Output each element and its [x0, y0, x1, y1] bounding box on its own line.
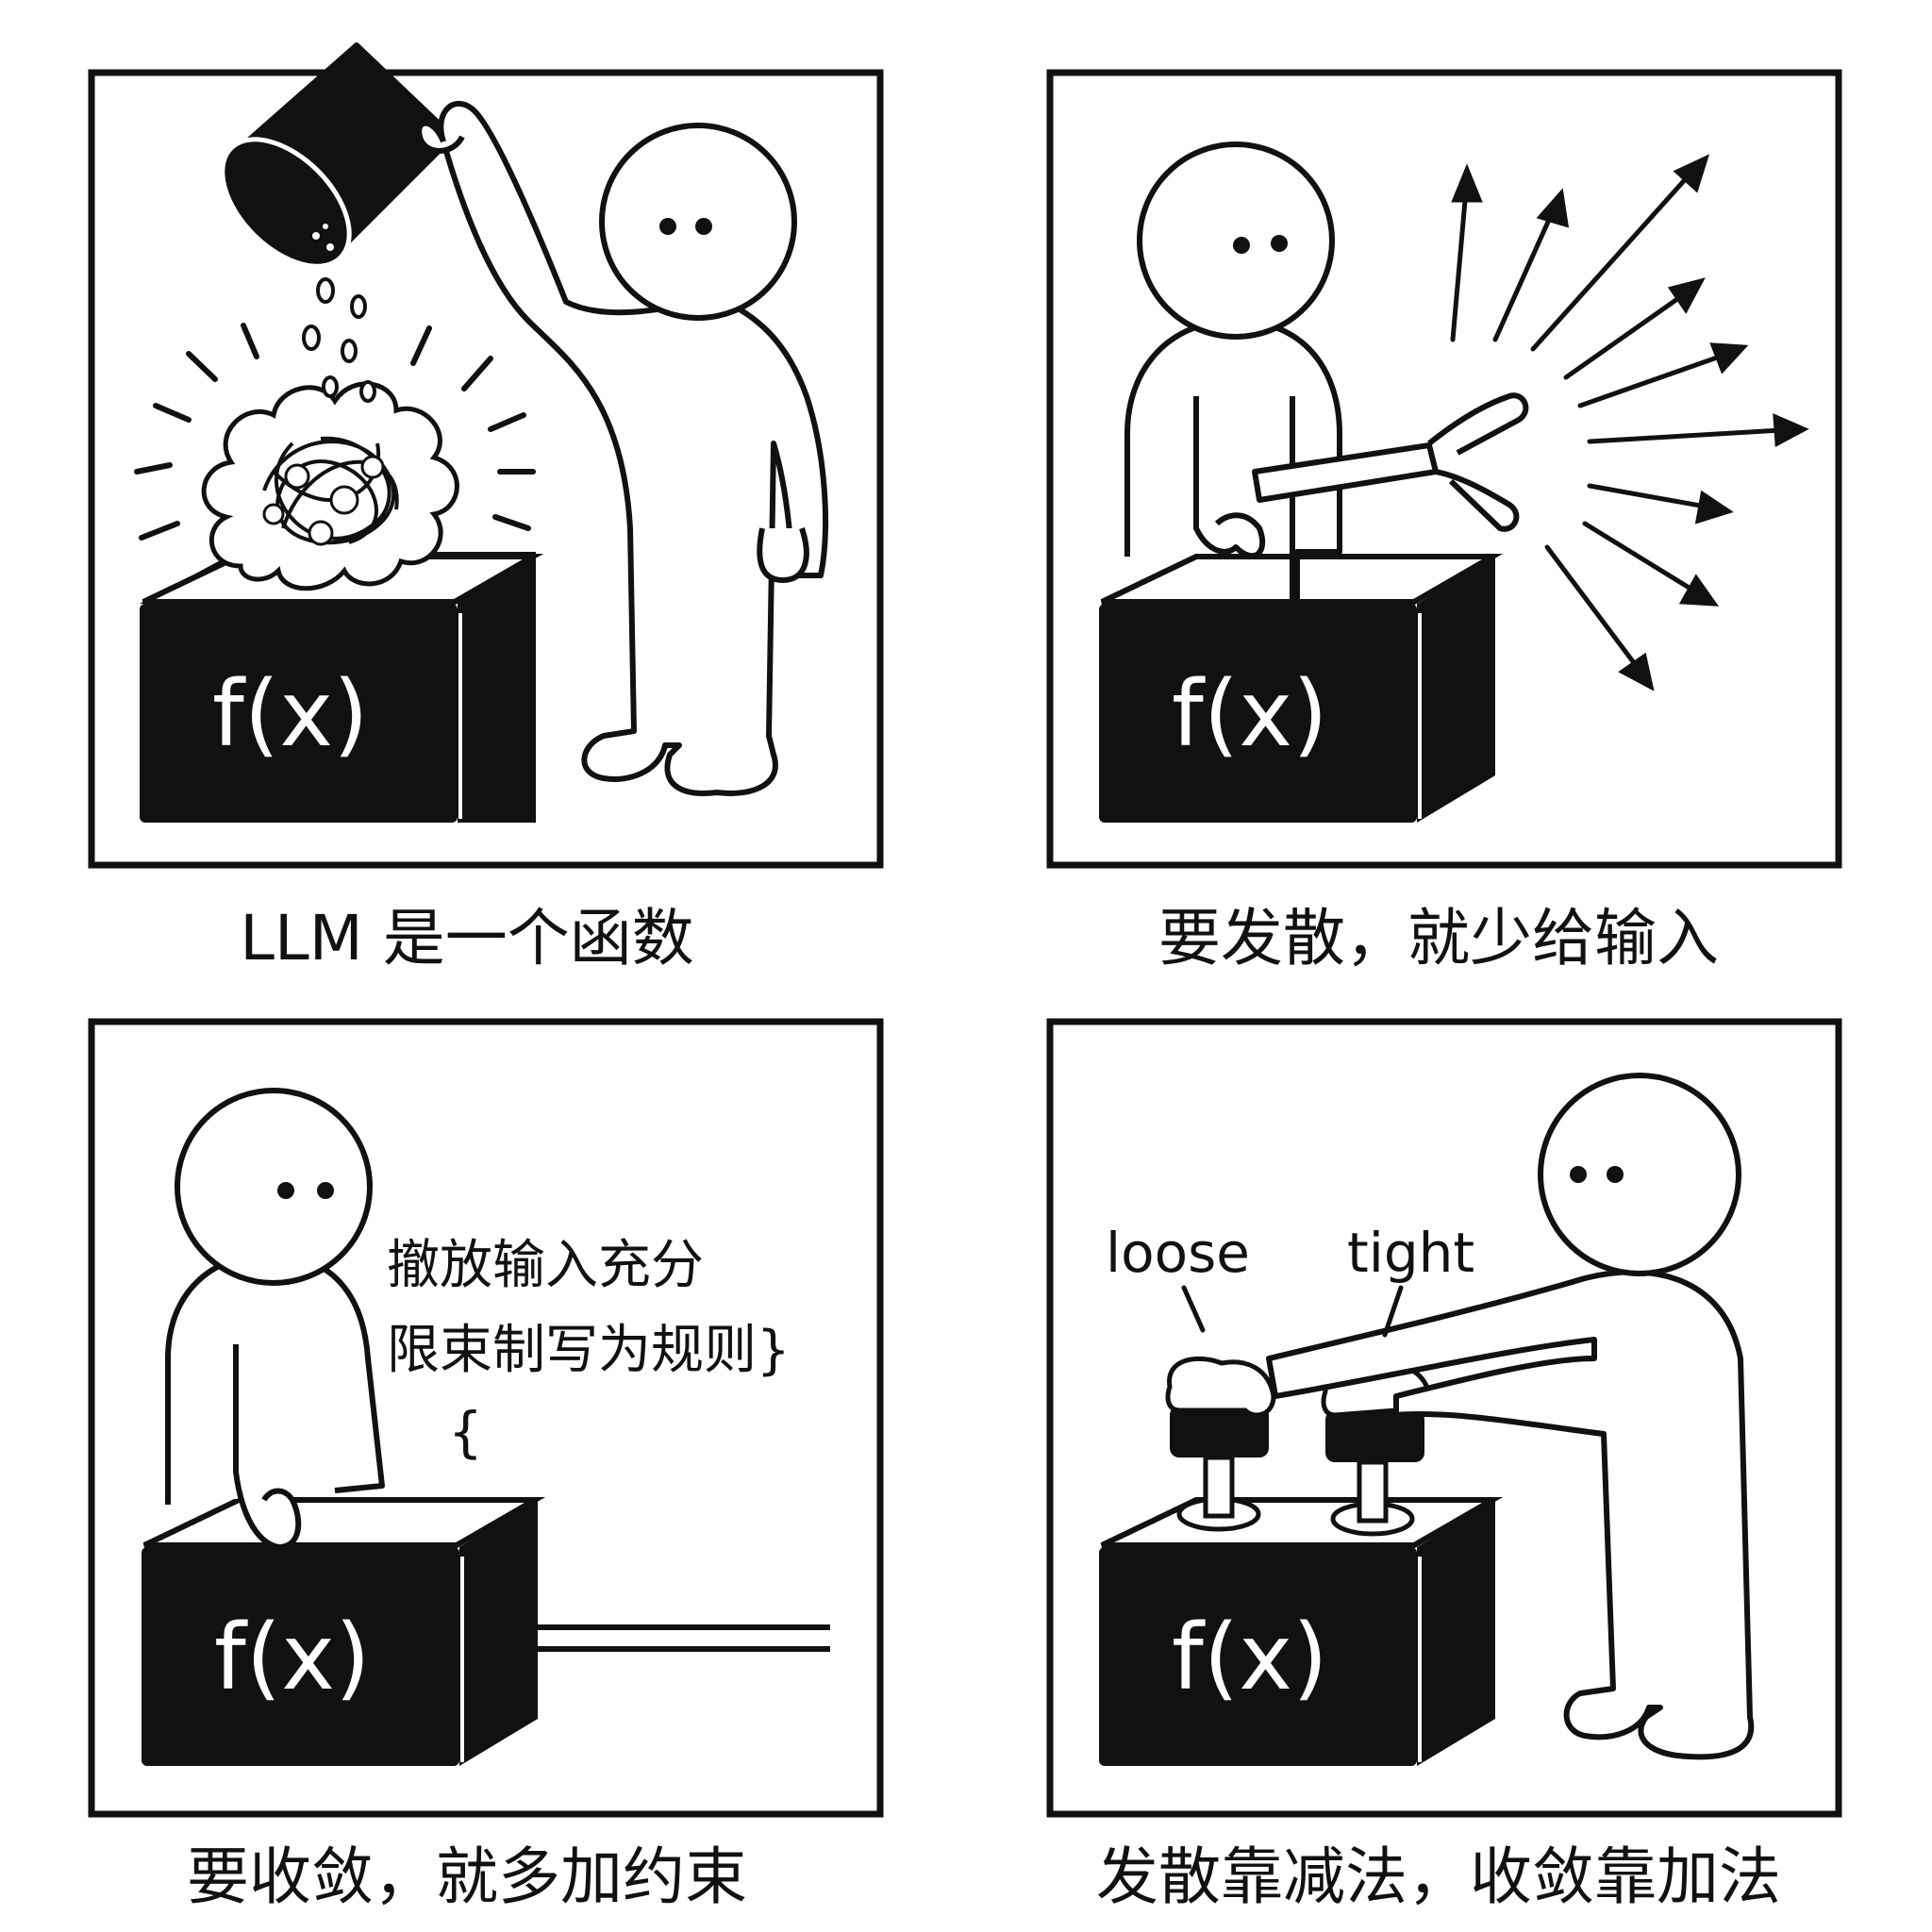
- box-label: f(x): [212, 661, 369, 767]
- loose-label: loose: [1106, 1221, 1250, 1285]
- function-box: f(x): [140, 552, 544, 823]
- caption-panel-3: 要收敛，就多加约束: [187, 1840, 747, 1913]
- output-pipe: [500, 1624, 830, 1652]
- panel-4-frame: [1046, 1018, 1842, 1818]
- panel-4: f(x) loose tight: [1046, 1018, 1842, 1818]
- stick-figure: [1124, 142, 1342, 607]
- divergent-arrows: [1450, 154, 1809, 691]
- knob-labels: loose tight: [1106, 1221, 1474, 1338]
- function-box: f(x): [142, 1497, 546, 1766]
- note-line-2: 限束制写为规则}: [387, 1320, 791, 1381]
- panel-3: f(x) 撤放输入充分 限束制写为规则} {: [88, 1018, 884, 1818]
- stick-figure: [165, 1088, 385, 1550]
- panel-1-frame: [88, 69, 884, 869]
- stick-figure: [416, 101, 828, 796]
- rules-note: 撤放输入充分 限束制写为规则} {: [387, 1235, 791, 1464]
- knob-loose[interactable]: [1165, 1356, 1276, 1532]
- panel-3-frame: [88, 1018, 884, 1818]
- tight-label: tight: [1347, 1221, 1474, 1285]
- panel-2-frame: [1046, 69, 1842, 869]
- brace-mark: {: [448, 1400, 483, 1464]
- tangled-cloud: [201, 381, 459, 591]
- pouring-cup: [220, 42, 456, 269]
- box-label: f(x): [1172, 1605, 1328, 1710]
- box-label: f(x): [1172, 661, 1328, 767]
- caption-panel-1: LLM 是一个函数: [240, 902, 694, 974]
- box-label: f(x): [214, 1605, 371, 1710]
- panel-2: f(x): [1046, 69, 1842, 869]
- stick-figure: [1266, 1073, 1755, 1760]
- function-box: f(x): [1099, 1497, 1504, 1766]
- falling-grains: [302, 277, 376, 403]
- panel-1: f(x): [88, 42, 884, 869]
- burst-lines: [134, 323, 536, 541]
- note-line-1: 撤放输入充分: [387, 1235, 704, 1296]
- caption-panel-2: 要发散，就少给输入: [1158, 902, 1719, 974]
- caption-panel-4: 发散靠减法，收敛靠加法: [1096, 1840, 1781, 1913]
- stick-tool: [1252, 392, 1529, 532]
